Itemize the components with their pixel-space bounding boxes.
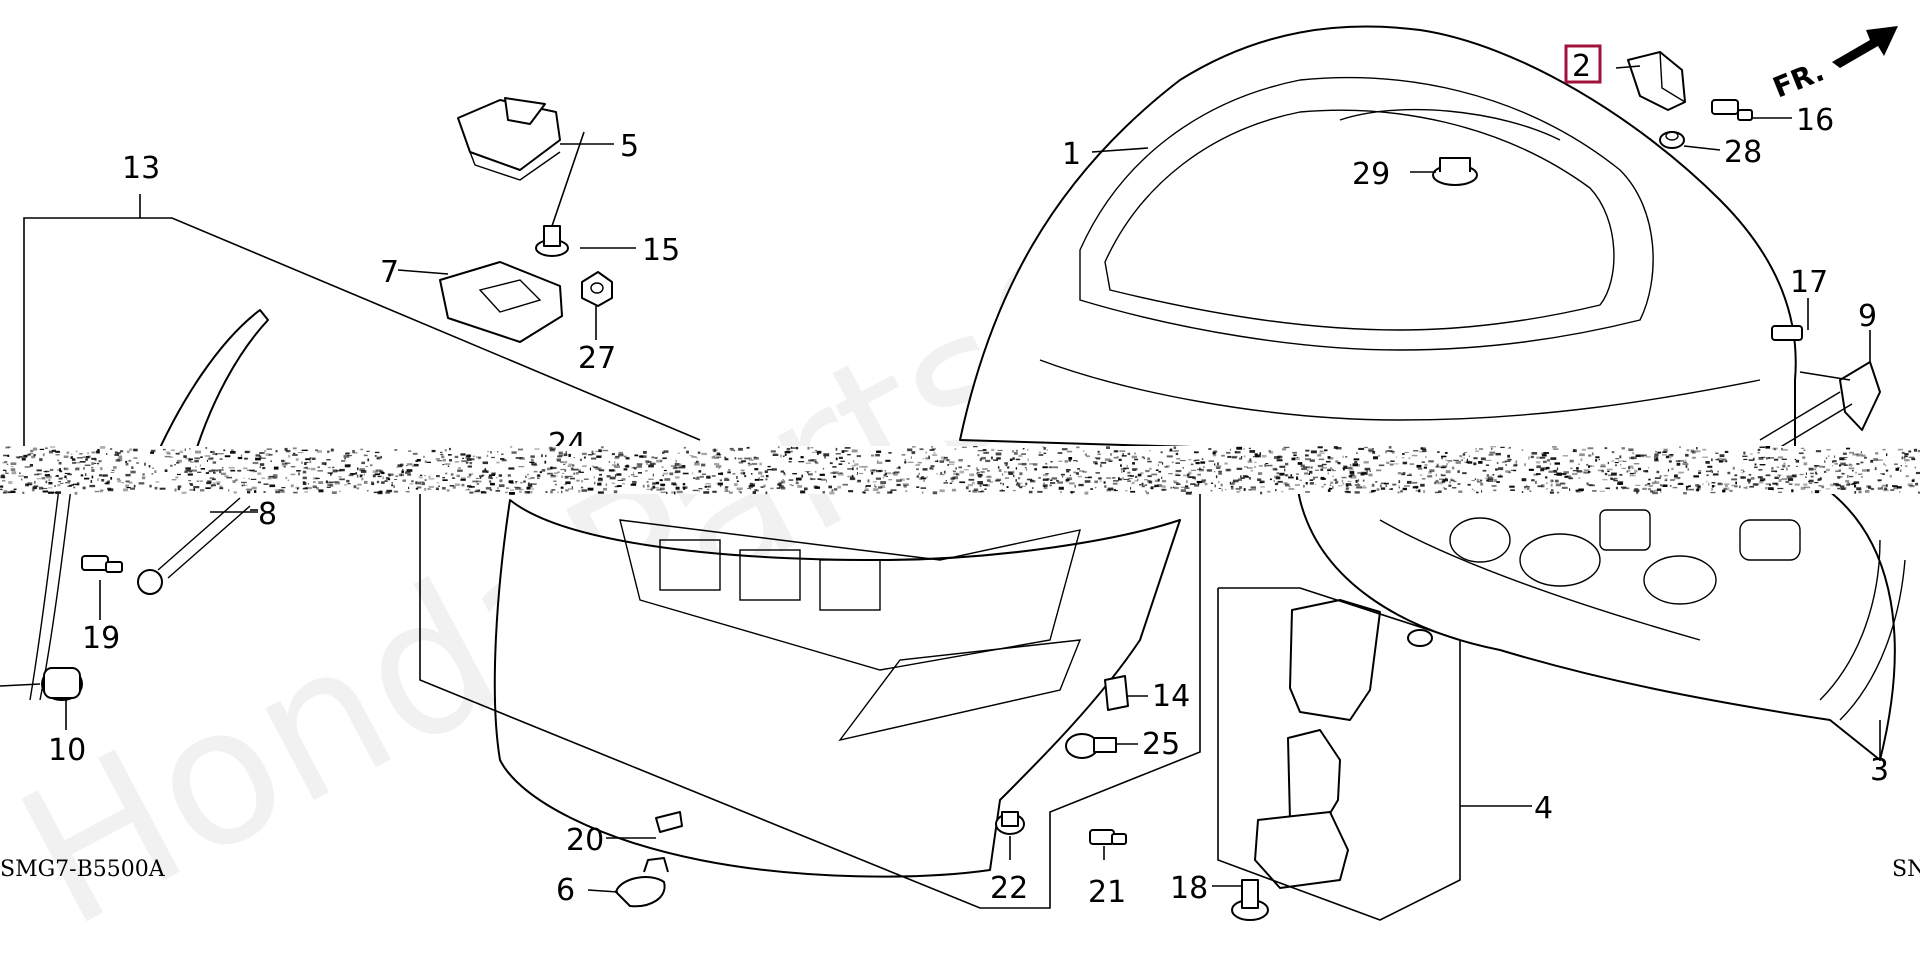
callout-16[interactable]: 16 <box>1796 103 1834 138</box>
callout-27[interactable]: 27 <box>578 341 616 376</box>
callout-17[interactable]: 17 <box>1790 265 1828 300</box>
gas-strut-part <box>137 497 251 595</box>
callout-labels: 1 2 3 4 5 6 7 8 9 10 13 14 15 16 17 18 1… <box>48 49 1889 910</box>
latch-switch-part <box>457 97 561 181</box>
callout-5[interactable]: 5 <box>620 129 639 164</box>
front-arrow-icon <box>1832 26 1898 68</box>
clip-nut-part <box>581 271 613 307</box>
small-fastener-parts <box>615 811 1127 908</box>
group-frame-13 <box>23 217 701 480</box>
callout-15[interactable]: 15 <box>642 233 680 268</box>
callout-22[interactable]: 22 <box>990 871 1028 906</box>
callout-21[interactable]: 21 <box>1088 875 1126 910</box>
switch-part <box>439 261 563 343</box>
bumper-stop-part <box>41 667 83 701</box>
grommet-part <box>1432 157 1478 186</box>
bolt-part <box>1711 99 1753 121</box>
callout-1[interactable]: 1 <box>1062 137 1081 172</box>
callout-13[interactable]: 13 <box>122 151 160 186</box>
tailgate-latch-part <box>1231 599 1433 921</box>
group-frame-4 <box>1217 587 1461 921</box>
strut-bracket-part <box>1759 325 1881 453</box>
callout-7[interactable]: 7 <box>380 255 399 290</box>
scan-noise-band <box>0 446 1920 495</box>
screw-part <box>535 225 569 257</box>
callout-10[interactable]: 10 <box>48 733 86 768</box>
garnish-panel <box>493 499 1181 878</box>
callout-20[interactable]: 20 <box>566 823 604 858</box>
group-frame-24 <box>419 490 1201 909</box>
tailgate-panel <box>959 25 1896 761</box>
weatherstrip-right <box>1839 559 1906 721</box>
callout-2[interactable]: 2 <box>1572 49 1591 84</box>
callout-6[interactable]: 6 <box>556 873 575 908</box>
side-molding-part <box>29 309 269 701</box>
diagram-code-right: SN <box>1892 857 1920 882</box>
callout-4[interactable]: 4 <box>1534 791 1553 826</box>
callout-28[interactable]: 28 <box>1724 135 1762 170</box>
callout-29[interactable]: 29 <box>1352 157 1390 192</box>
clip-part <box>1065 675 1129 759</box>
callout-25[interactable]: 25 <box>1142 727 1180 762</box>
callout-18[interactable]: 18 <box>1170 871 1208 906</box>
highlight-box <box>1564 44 1602 84</box>
callout-3[interactable]: 3 <box>1870 753 1889 788</box>
callout-8[interactable]: 8 <box>258 497 277 532</box>
front-arrow-label: FR. <box>1768 54 1828 104</box>
stud-bolt-part <box>81 555 123 573</box>
callout-14[interactable]: 14 <box>1152 679 1190 714</box>
leader-lines <box>0 65 1881 893</box>
diagram-code-left: SMG7-B5500A <box>0 857 166 882</box>
nut-part <box>1659 131 1685 149</box>
hinge-part <box>1627 51 1686 111</box>
callout-19[interactable]: 19 <box>82 621 120 656</box>
callout-9[interactable]: 9 <box>1858 299 1877 334</box>
